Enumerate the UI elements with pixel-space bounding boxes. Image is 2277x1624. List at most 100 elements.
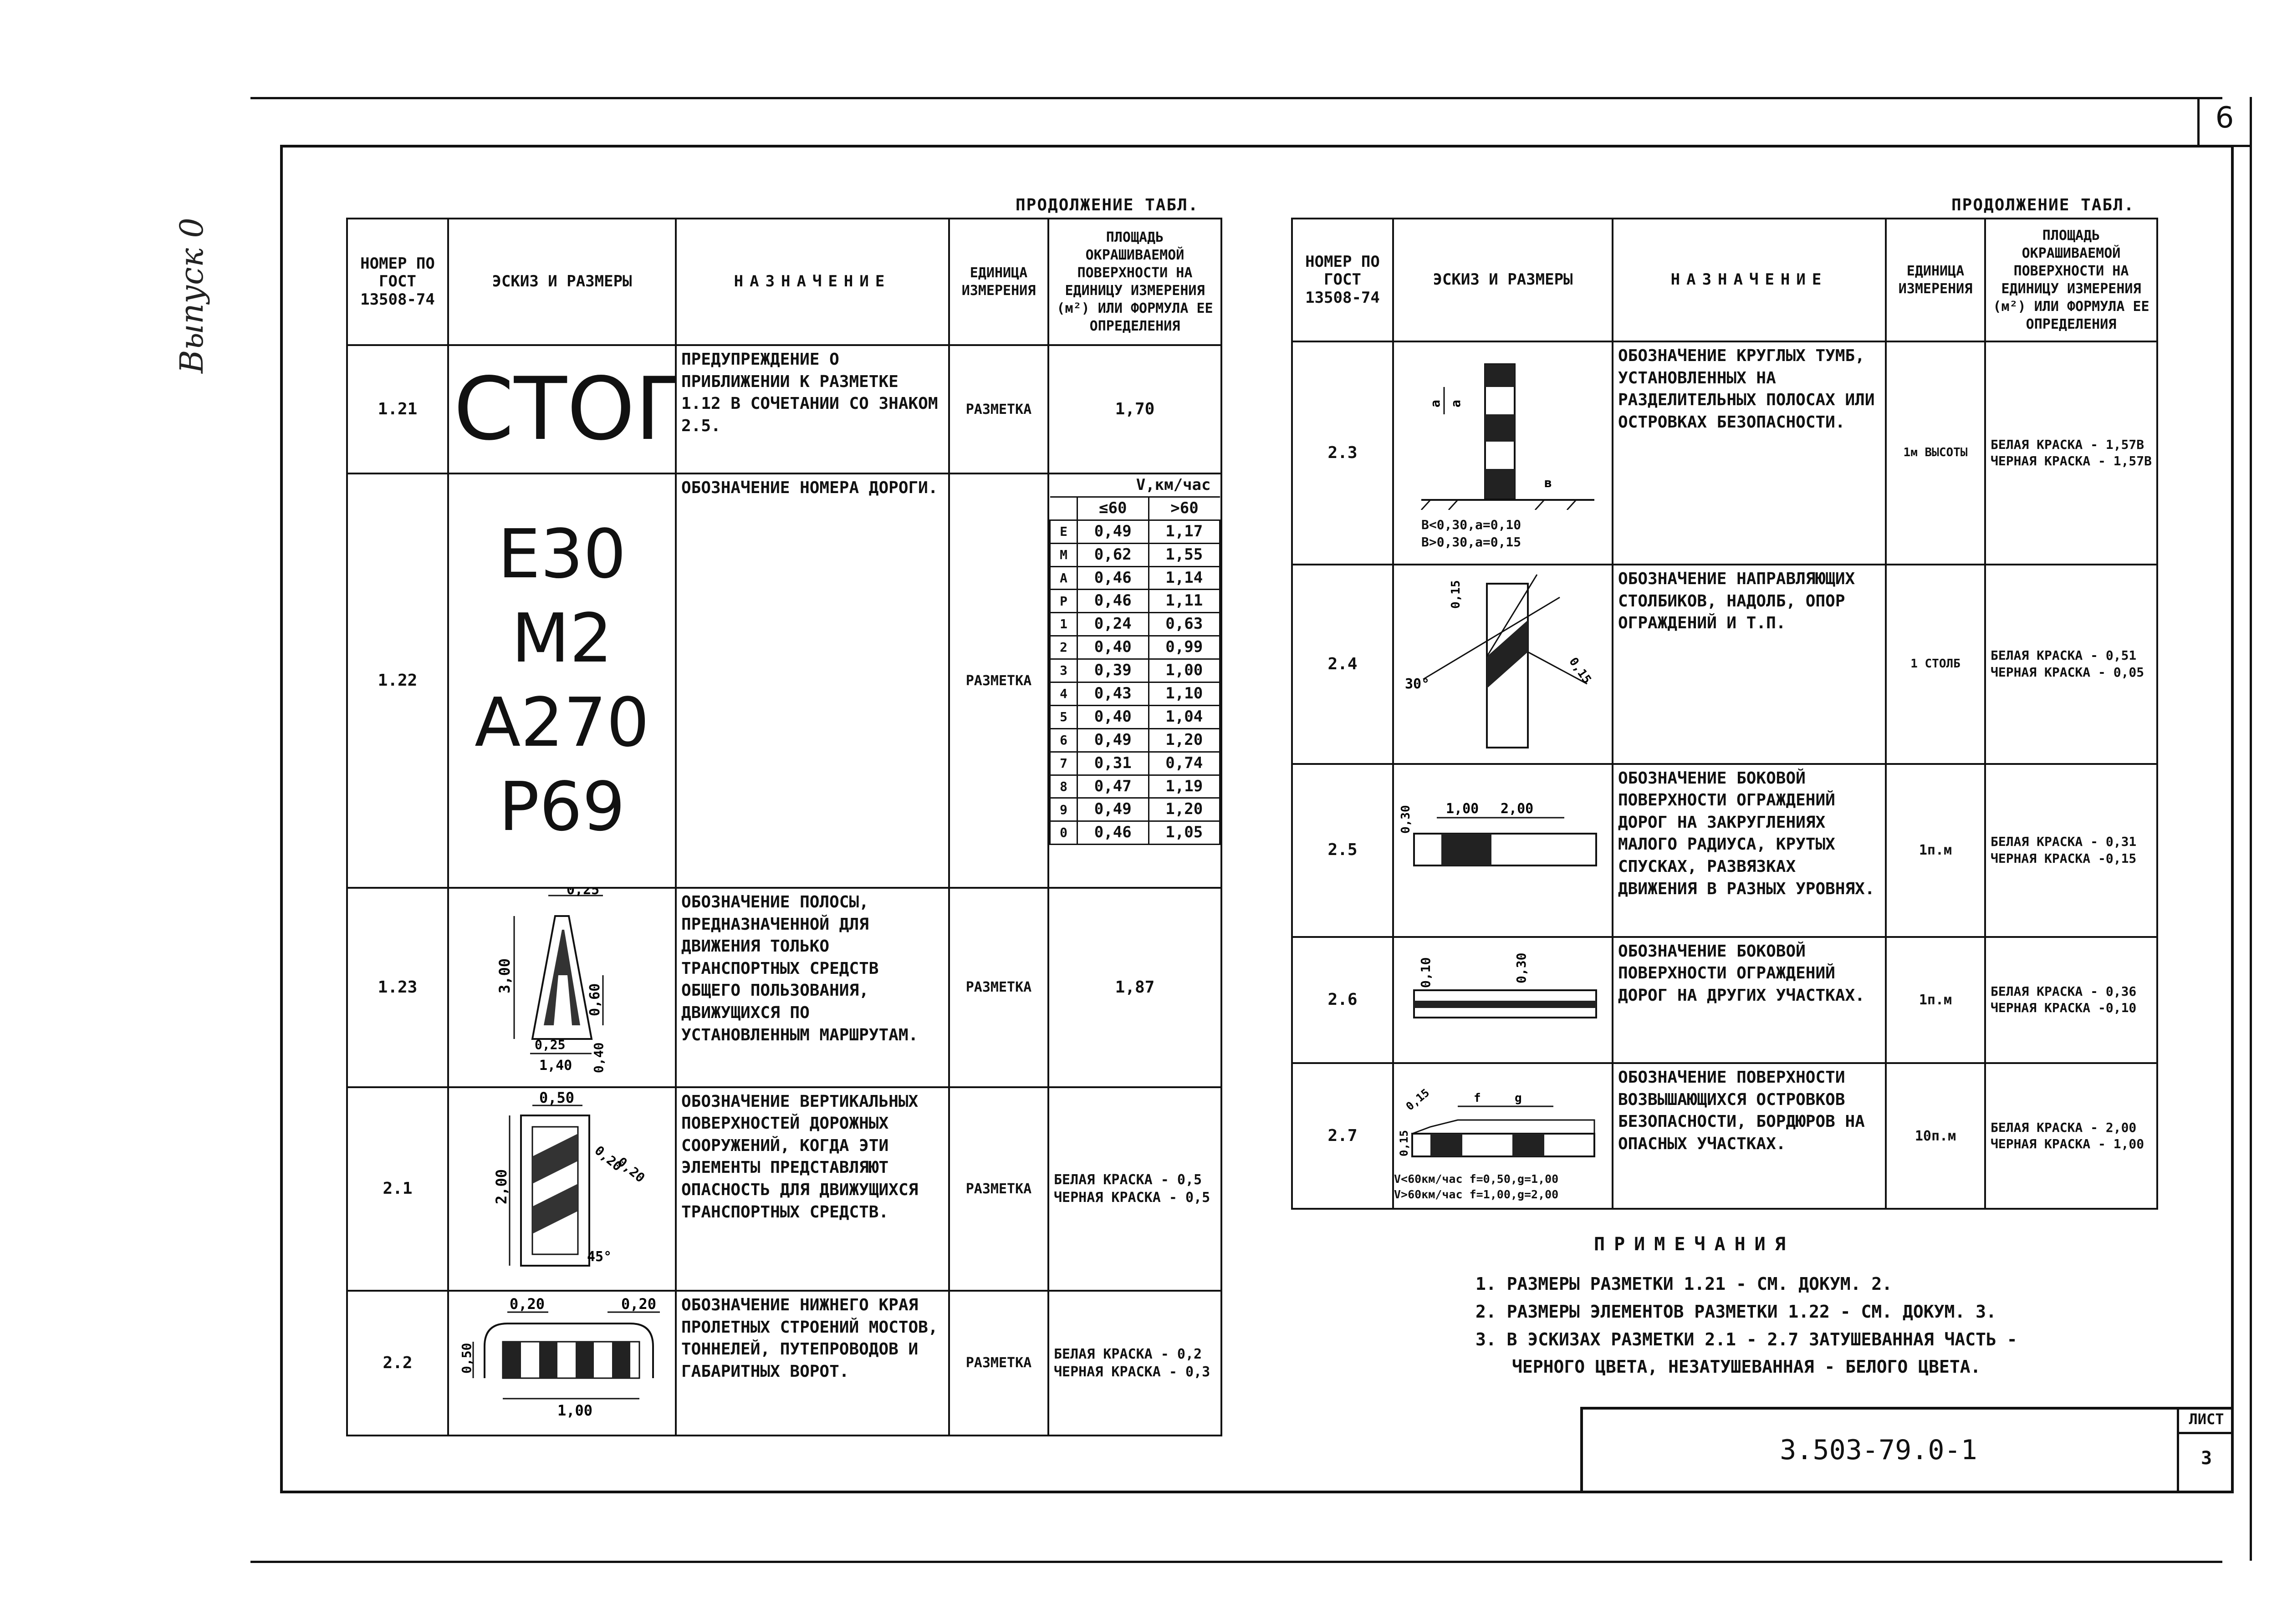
white-paint-value: БЕЛАЯ КРАСКА - 0,2	[1054, 1346, 1202, 1362]
gost-number: 1.21	[346, 344, 449, 474]
speed-key: 6	[1050, 728, 1078, 753]
unit-text: РАЗМЕТКА	[948, 887, 1049, 1088]
document-code: 3.503-79.0-1	[1780, 1434, 1977, 1466]
sketch-dim: 0,30	[1514, 952, 1529, 983]
speed-value: 1,14	[1148, 565, 1220, 591]
area-value: 1,87	[1047, 887, 1222, 1088]
speed-key: 3	[1050, 658, 1078, 683]
gost-number: 2.6	[1291, 936, 1394, 1064]
purpose-text: ОБОЗНАЧЕНИЕ БОКОВОЙ ПОВЕРХНОСТИ ОГРАЖДЕН…	[1612, 936, 1887, 1064]
white-paint-value: БЕЛАЯ КРАСКА - 0,36	[1991, 984, 2137, 999]
header-gost: НОМЕР ПО ГОСТ 13508-74	[346, 218, 449, 346]
unit-text: РАЗМЕТКА	[948, 344, 1049, 474]
speed-key: 7	[1050, 751, 1078, 776]
speed-value: 1,20	[1148, 797, 1220, 822]
gost-number: 1.22	[346, 473, 449, 889]
speed-value: 1,04	[1148, 704, 1220, 729]
sketch-dim: 0,50	[539, 1089, 574, 1106]
sketch-dim: 0,15	[1566, 655, 1593, 687]
speed-value: 0,39	[1077, 658, 1149, 683]
sketch-dim: 0,25	[535, 1037, 565, 1052]
unit-text: РАЗМЕТКА	[948, 473, 1049, 889]
purpose-text: ОБОЗНАЧЕНИЕ КРУГЛЫХ ТУМБ, УСТАНОВЛЕННЫХ …	[1612, 341, 1887, 565]
sketch-stop-text: СТОП	[447, 344, 677, 474]
table-row: 2.3 а а в В<0,30,а=0,10 В>0,30,а=0,15 ОБ…	[1291, 341, 2158, 565]
sketch-label: а	[1448, 400, 1463, 408]
table-row: 2.4 0,15 0,15 30° ОБОЗНАЧЕНИЕ НАПРАВЛЯЮЩ…	[1291, 564, 2158, 765]
sheet-divider	[2177, 1407, 2179, 1493]
right-edge-rule	[2250, 97, 2252, 1561]
speed-value: 0,31	[1077, 751, 1149, 776]
left-table-caption: ПРОДОЛЖЕНИЕ ТАБЛ.	[1016, 196, 1199, 214]
header-unit: ЕДИНИЦА ИЗМЕРЕНИЯ	[948, 218, 1049, 346]
purpose-text: ОБОЗНАЧЕНИЕ ВЕРТИКАЛЬНЫХ ПОВЕРХНОСТЕЙ ДО…	[675, 1086, 950, 1292]
purpose-text: ПРЕДУПРЕЖДЕНИЕ О ПРИБЛИЖЕНИИ К РАЗМЕТКЕ …	[675, 344, 950, 474]
unit-text: 1п.м	[1885, 936, 1986, 1064]
speed-value: 0,46	[1077, 565, 1149, 591]
black-paint-value: ЧЕРНАЯ КРАСКА - 1,57В	[1991, 453, 2152, 468]
sketch-dim: 2,00	[493, 1169, 510, 1204]
sketch-vertical-surface-marking: 0,50 2,00 0,20 0,20 45°	[493, 1089, 648, 1267]
speed-key: 0	[1050, 820, 1078, 845]
notes-list: 1. РАЗМЕРЫ РАЗМЕТКИ 1.21 - СМ. ДОКУМ. 2.…	[1475, 1270, 2017, 1381]
white-paint-value: БЕЛАЯ КРАСКА - 2,00	[1991, 1120, 2137, 1135]
table-row: 2.2 0,20 0,20 0,50 1,00 ОБОЗНАЧЕНИЕ НИЖН…	[346, 1290, 1222, 1436]
gost-number: 2.7	[1291, 1062, 1394, 1210]
white-paint-value: БЕЛАЯ КРАСКА - 0,51	[1991, 648, 2137, 663]
table-row: 1.23 0,25 3,00 0,60 0,25 1,40 0,40 ОБОЗН…	[346, 887, 1222, 1088]
speed-low-header: ≤60	[1077, 496, 1149, 521]
unit-text: РАЗМЕТКА	[948, 1290, 1049, 1436]
speed-value: 1,11	[1148, 589, 1220, 614]
header-area: ПЛОЩАДЬ ОКРАШИВАЕМОЙ ПОВЕРХНОСТИ НА ЕДИН…	[1047, 218, 1222, 346]
note-item: 1. РАЗМЕРЫ РАЗМЕТКИ 1.21 - СМ. ДОКУМ. 2.	[1475, 1274, 1893, 1294]
header-area: ПЛОЩАДЬ ОКРАШИВАЕМОЙ ПОВЕРХНОСТИ НА ЕДИН…	[1984, 218, 2158, 342]
white-paint-value: БЕЛАЯ КРАСКА - 0,5	[1054, 1172, 1202, 1188]
table-row: 2.5 1,00 2,00 0,30 ОБОЗНАЧЕНИЕ БОКОВОЙ П…	[1291, 763, 2158, 938]
right-table-caption: ПРОДОЛЖЕНИЕ ТАБЛ.	[1951, 196, 2135, 214]
black-paint-value: ЧЕРНАЯ КРАСКА -0,15	[1991, 850, 2137, 866]
unit-text: 1 СТОЛБ	[1885, 564, 1986, 765]
unit-text: РАЗМЕТКА	[948, 1086, 1049, 1292]
speed-key: 2	[1050, 635, 1078, 660]
gost-number: 2.2	[346, 1290, 449, 1436]
sketch-dim: 0,30	[1399, 805, 1413, 834]
note-item: ЧЕРНОГО ЦВЕТА, НЕЗАТУШЕВАННАЯ - БЕЛОГО Ц…	[1512, 1357, 1981, 1377]
sketch-dim: 0,20	[510, 1295, 545, 1313]
sketch-dim: 0,20	[621, 1295, 656, 1313]
sketch-dim: 0,25	[567, 889, 599, 898]
speed-key: А	[1050, 565, 1078, 591]
side-label: Выпуск 0	[173, 218, 210, 373]
purpose-text: ОБОЗНАЧЕНИЕ НИЖНЕГО КРАЯ ПРОЛЕТНЫХ СТРОЕ…	[675, 1290, 950, 1436]
sketch-angle: 45°	[587, 1249, 612, 1265]
sheet-number: 3	[2200, 1448, 2212, 1469]
top-rule	[250, 97, 2222, 99]
header-sketch: ЭСКИЗ И РАЗМЕРЫ	[447, 218, 677, 346]
page-number-box	[2197, 97, 2252, 147]
speed-value: 1,20	[1148, 728, 1220, 753]
speed-key: Р	[1050, 589, 1078, 614]
unit-text: 1п.м	[1885, 763, 1986, 938]
purpose-text: ОБОЗНАЧЕНИЕ НОМЕРА ДОРОГИ.	[675, 473, 950, 889]
speed-value: 0,40	[1077, 704, 1149, 729]
sheet-label-divider	[2177, 1432, 2234, 1434]
sketch-bus-lane-marking: 0,25 3,00 0,60 0,25 1,40 0,40	[496, 889, 606, 1074]
gost-number: 1.23	[346, 887, 449, 1088]
speed-key: М	[1050, 542, 1078, 567]
table-row: 2.6 0,10 0,30 ОБОЗНАЧЕНИЕ БОКОВОЙ ПОВЕРХ…	[1291, 936, 2158, 1064]
speed-value: 0,99	[1148, 635, 1220, 660]
sketch-dim: 1,00	[1446, 801, 1479, 817]
area-value: 1,70	[1047, 344, 1222, 474]
left-table: НОМЕР ПО ГОСТ 13508-74 ЭСКИЗ И РАЗМЕРЫ Н…	[346, 218, 1222, 1436]
title-block	[1580, 1407, 2234, 1493]
table-row: 1.22 Е30 М2 А270 Р69 ОБОЗНАЧЕНИЕ НОМЕРА …	[346, 473, 1222, 889]
speed-value: 0,63	[1148, 612, 1220, 637]
